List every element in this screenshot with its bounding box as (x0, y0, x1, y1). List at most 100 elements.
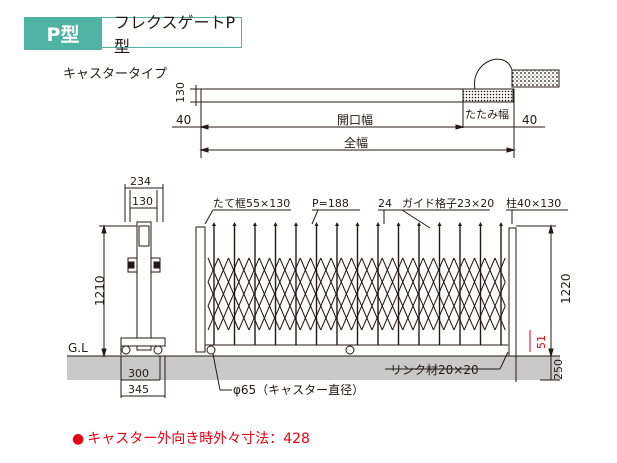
scissor-link (402, 257, 414, 283)
scissor-link (269, 305, 281, 331)
scissor-link (279, 281, 291, 307)
scissor-link (412, 257, 424, 283)
scissor-link (279, 257, 291, 283)
front-leaders (204, 209, 568, 391)
scissor-link (258, 281, 270, 307)
scissor-link (463, 305, 475, 331)
scissor-link (330, 281, 342, 307)
scissor-link (494, 305, 506, 331)
scissor-link (351, 281, 363, 307)
left-margin-dim: 40 (176, 113, 191, 127)
scissor-link (310, 281, 322, 307)
scissor-link (238, 257, 250, 283)
scissor-link (443, 257, 455, 283)
side-inner-dim: 130 (132, 195, 153, 208)
scissor-link (402, 281, 414, 307)
scissor-link (381, 257, 393, 283)
scissor-link (228, 257, 240, 283)
scissor-link (422, 257, 434, 283)
scissor-link (217, 305, 229, 331)
bar-cap (355, 222, 360, 226)
scissor-link (299, 257, 311, 283)
scissor-link (474, 305, 486, 331)
scissor-link (330, 257, 342, 283)
scissor-link (258, 257, 270, 283)
scissor-link (381, 305, 393, 331)
scissor-link (463, 257, 475, 283)
caster-label: φ65（キャスター直径） (233, 383, 364, 397)
ground-section (67, 356, 560, 380)
right-margin-dim: 40 (522, 113, 537, 127)
bar-cap (232, 222, 237, 226)
scissor-link (330, 305, 342, 331)
scissor-link (422, 305, 434, 331)
scissor-link (484, 305, 496, 331)
footnote-text: キャスター外向き時外々寸法：428 (87, 431, 310, 447)
scissor-link (371, 281, 383, 307)
scissor-link (494, 281, 506, 307)
side-top-dim: 234 (130, 175, 151, 188)
guide-label: ガイド格子23×20 (402, 196, 494, 210)
subtitle: キャスタータイプ (63, 67, 168, 82)
scissor-link (248, 281, 260, 307)
scissor-link (238, 281, 250, 307)
clearance-dim: 51 (535, 335, 548, 349)
scissor-link (351, 305, 363, 331)
bar-cap (335, 222, 339, 226)
pitch-label: P=188 (312, 197, 349, 210)
scissor-link (494, 257, 506, 283)
total-width-label: 全幅 (344, 135, 368, 150)
scissor-link (484, 281, 496, 307)
foundation-dim: 250 (552, 359, 565, 380)
link-label: リンク材20×20 (390, 363, 479, 377)
scissor-link (289, 281, 301, 307)
scissor-link (433, 281, 445, 307)
product-name: フレクスゲートP型 (102, 13, 242, 56)
scissor-link (361, 257, 373, 283)
scissor-link (392, 257, 404, 283)
top-view (172, 58, 560, 158)
bar-cap (294, 222, 298, 226)
scissor-link (217, 257, 229, 283)
scissor-link (412, 281, 424, 307)
post-height-dim: 1220 (559, 273, 573, 304)
scissor-link (269, 257, 281, 283)
opening-width-label: 開口幅 (337, 112, 373, 127)
type-badge: P型 (24, 17, 102, 50)
scissor-link (320, 305, 332, 331)
scissor-link (289, 305, 301, 331)
scissor-link (412, 305, 424, 331)
scissor-link (320, 257, 332, 283)
guide-num: 24 (378, 197, 392, 210)
scissor-link (228, 281, 240, 307)
scissor-link (320, 281, 332, 307)
scissor-link (474, 257, 486, 283)
scissor-link (299, 305, 311, 331)
scissor-link (453, 257, 465, 283)
scissor-link (422, 281, 434, 307)
bar-cap (478, 222, 483, 226)
scissor-link (340, 257, 352, 283)
bar-cap (253, 222, 257, 226)
scissor-link (381, 281, 393, 307)
scissor-link (361, 281, 373, 307)
scissor-link (402, 305, 414, 331)
scissor-link (433, 305, 445, 331)
scissor-link (269, 281, 281, 307)
bar-cap (273, 222, 278, 226)
folded-width-label: たたみ幅 (465, 108, 509, 121)
base-dim-345: 345 (128, 383, 149, 396)
scissor-link (443, 305, 455, 331)
scissor-link (207, 257, 219, 283)
scissor-link (279, 305, 291, 331)
scissor-link (310, 305, 322, 331)
side-height-dim: 1210 (93, 275, 107, 306)
scissor-link (463, 281, 475, 307)
scissor-link (453, 305, 465, 331)
ground-label: G.L (68, 341, 88, 355)
frame-label: たて框55×130 (213, 197, 290, 210)
scissor-link (258, 305, 270, 331)
scissor-link (207, 305, 219, 331)
scissor-link (299, 281, 311, 307)
